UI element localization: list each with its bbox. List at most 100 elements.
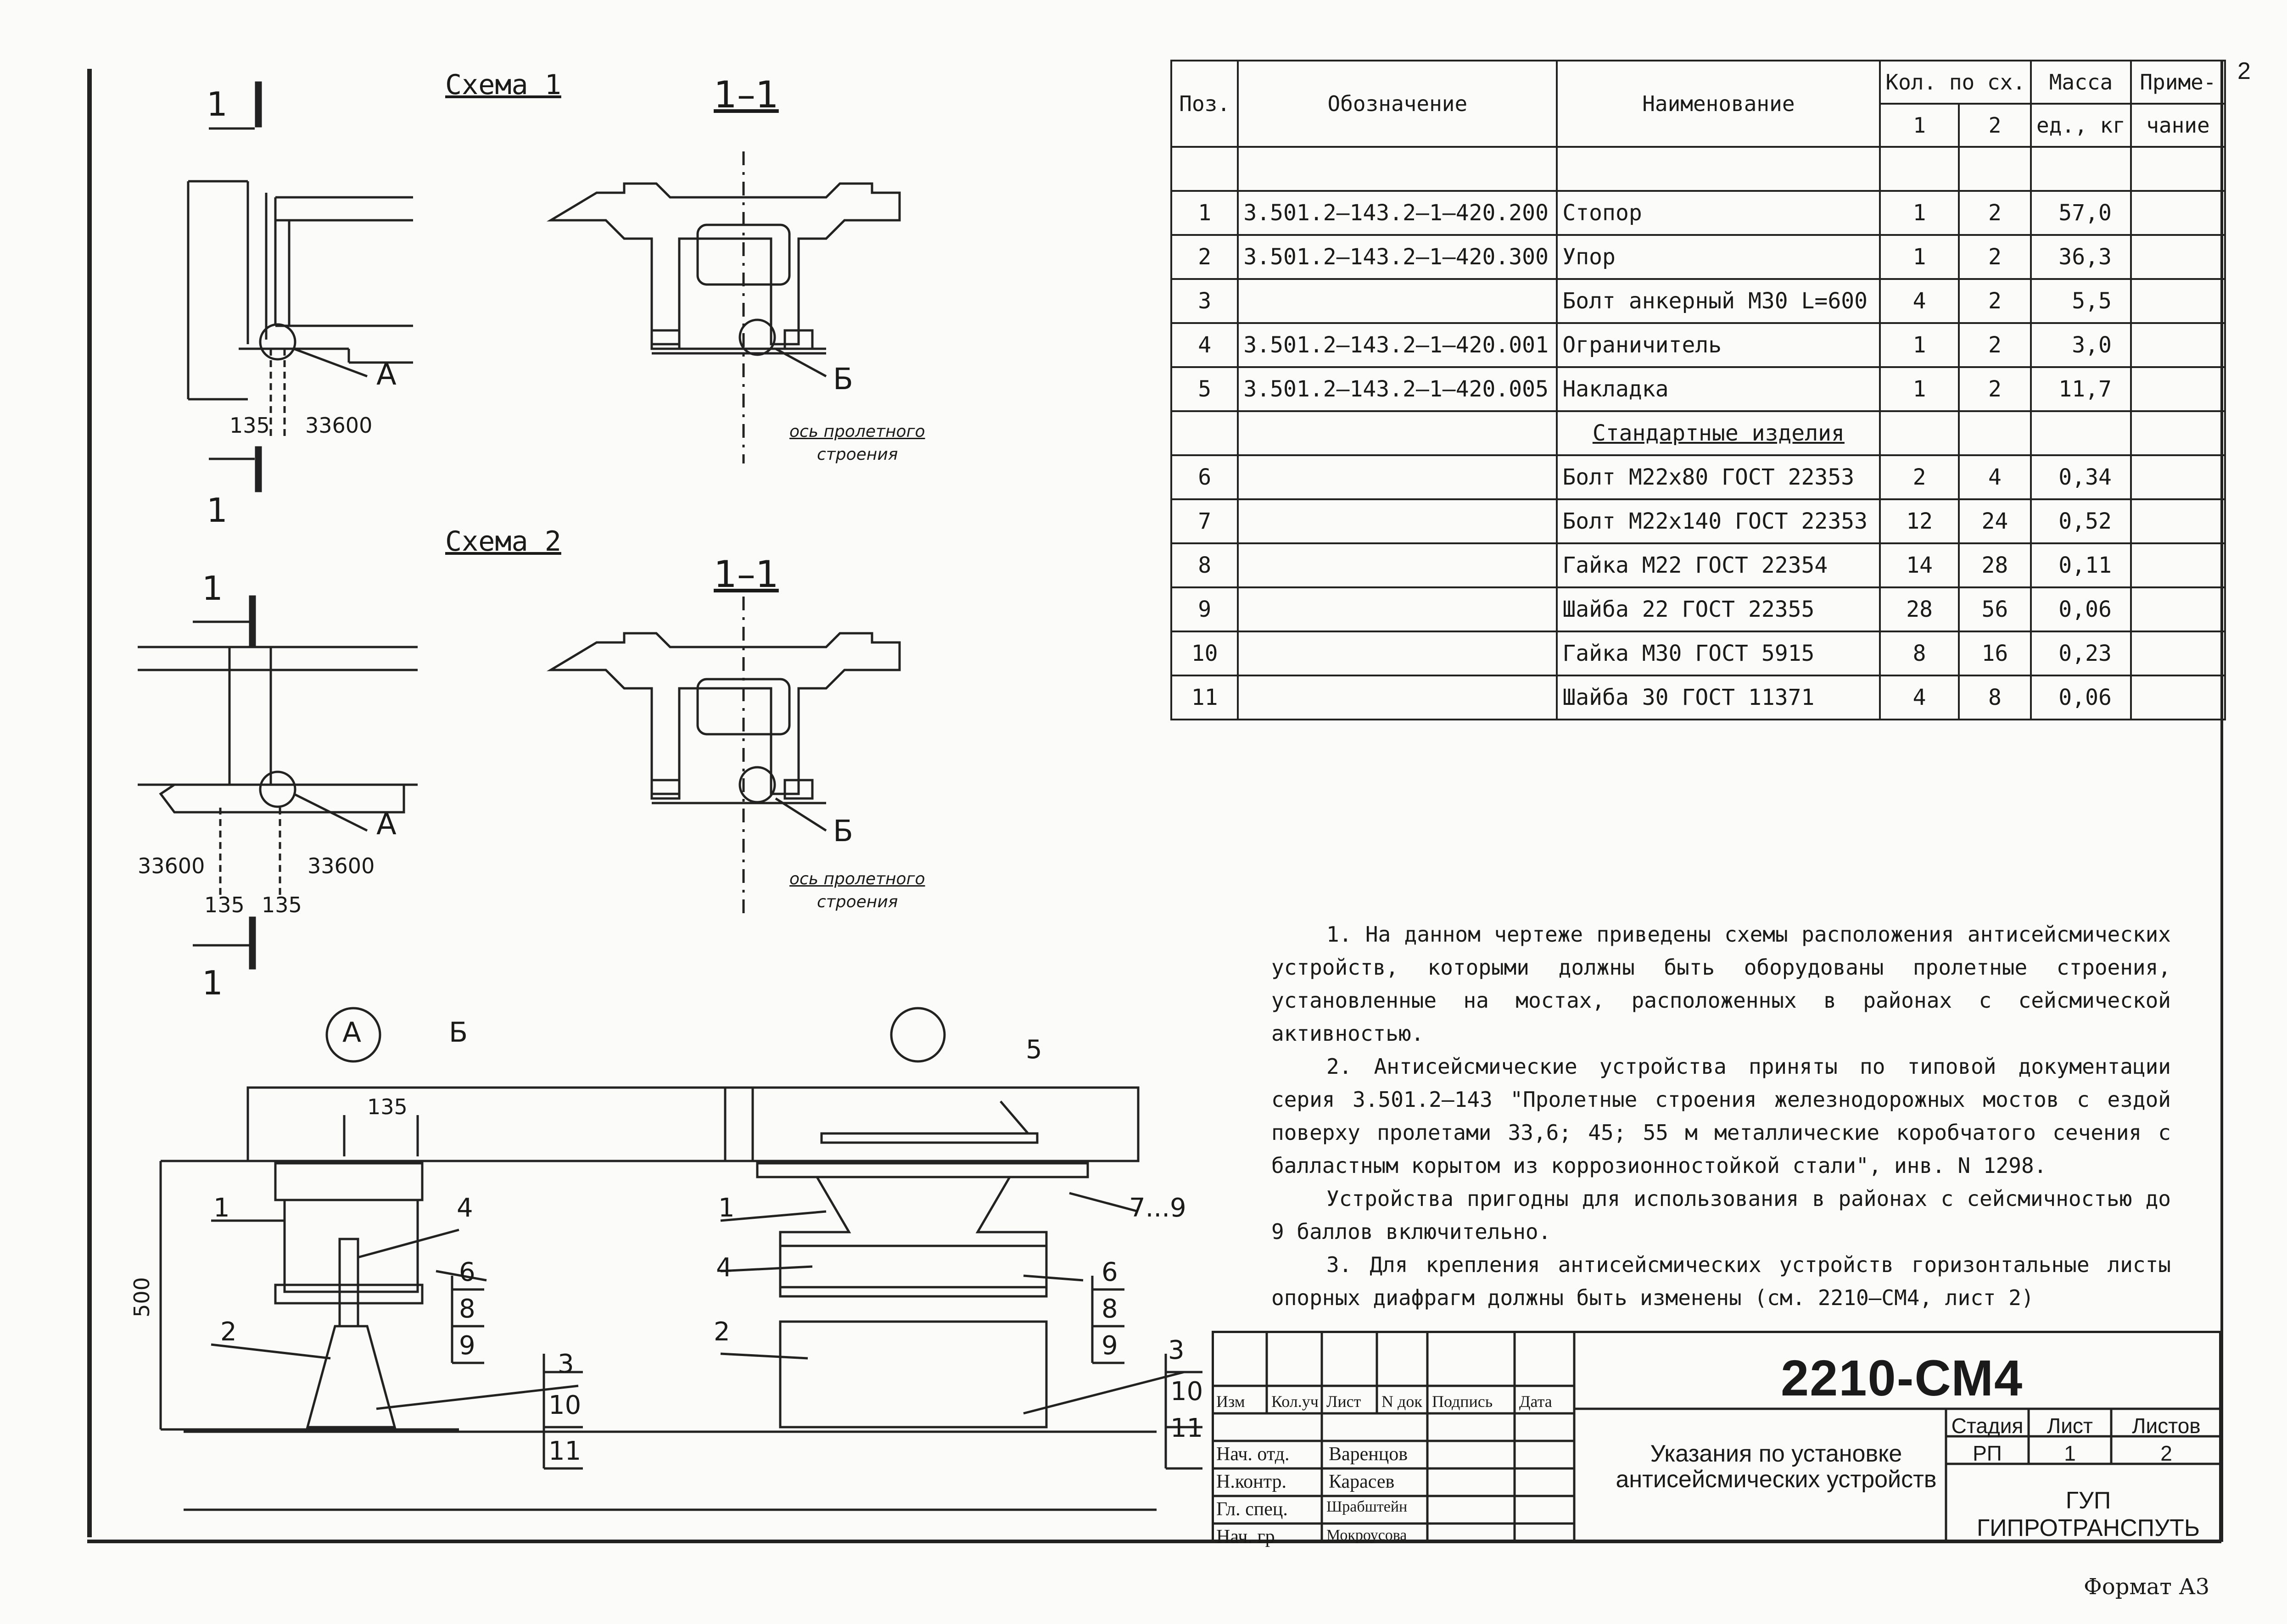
cell-pos: 5 [1170, 366, 1239, 412]
table-row: 1 3.501.2–143.2–1–420.200 Стопор 1 2 57,… [1170, 190, 2226, 236]
sheets-label: Листов [2132, 1414, 2201, 1438]
cell-mass: 0,34 [2030, 454, 2132, 500]
cell-designation [1237, 454, 1558, 500]
cell-q1: 1 [1879, 234, 1960, 280]
cut-mark-1a: 1 [207, 85, 228, 123]
table-row: 4 3.501.2–143.2–1–420.001 Ограничитель 1… [1170, 322, 2226, 368]
detail-a-callout-11: 11 [548, 1436, 582, 1466]
dim-135-detail-a: 135 [367, 1094, 408, 1119]
cell-pos: 4 [1170, 322, 1239, 368]
cell-mass: 11,7 [2030, 366, 2132, 412]
section-label-top: 1–1 [714, 73, 779, 116]
cell-name: Накладка [1556, 366, 1881, 412]
scheme-2-title: Схема 2 [445, 525, 561, 558]
cell-name: Болт М22х140 ГОСТ 22353 [1556, 498, 1881, 544]
cell-designation [1237, 278, 1558, 324]
table-row: 8 Гайка М22 ГОСТ 22354 14 28 0,11 [1170, 542, 2226, 588]
section-1-1-bottom [546, 597, 901, 913]
axis-label-2b: строения [817, 893, 898, 911]
frame-left-border [87, 69, 92, 1537]
detail-a-callout-9: 9 [459, 1331, 475, 1361]
title-block-grid [1212, 1331, 2221, 1542]
detail-a-callout-4: 4 [457, 1193, 473, 1223]
cell-note [2130, 631, 2226, 676]
cell-q2: 8 [1957, 675, 2032, 720]
axis-label-2a: ось пролетного [789, 870, 925, 888]
header-note-1: Приме- [2130, 60, 2226, 105]
document-code: 2210-СМ4 [1781, 1350, 2024, 1406]
detail-b-drawing [698, 1007, 1202, 1511]
detail-b-callout-4: 4 [716, 1253, 733, 1283]
specification-table: Поз. Обозначение Наименование Кол. по сх… [1170, 60, 2226, 720]
sheet-value: 1 [2064, 1441, 2076, 1465]
cell-q1: 2 [1879, 454, 1960, 500]
detail-b-callout-7-9: 7...9 [1129, 1193, 1186, 1223]
detail-a-callout-6: 6 [459, 1257, 475, 1287]
detail-a-title: А [342, 1016, 362, 1049]
dim-33600-s1: 33600 [305, 413, 373, 438]
section-title: Стандартные изделия [1556, 410, 1881, 456]
section-1-1-top [546, 151, 901, 463]
cell-q1: 14 [1879, 542, 1960, 588]
cell-pos: 10 [1170, 631, 1239, 676]
cell-note [2130, 190, 2226, 236]
axis-label-1b: строения [817, 445, 898, 464]
section-label-bottom: 1–1 [714, 553, 779, 596]
table-row: 6 Болт М22х80 ГОСТ 22353 2 4 0,34 [1170, 454, 2226, 500]
cell-pos: 11 [1170, 675, 1239, 720]
cell-mass: 36,3 [2030, 234, 2132, 280]
cell-designation [1237, 675, 1558, 720]
role-gl-spec: Гл. спец. [1216, 1499, 1288, 1520]
detail-a-drawing [159, 1007, 754, 1511]
node-a-label-2: А [376, 808, 397, 842]
col-header-izm: Изм [1216, 1392, 1245, 1411]
dim-135-s1: 135 [229, 413, 270, 438]
axis-label-1a: ось пролетного [789, 422, 925, 441]
cut-mark-1b: 1 [207, 491, 228, 530]
cell-name: Шайба 22 ГОСТ 22355 [1556, 586, 1881, 632]
cell-q2: 16 [1957, 631, 2032, 676]
table-row: 7 Болт М22х140 ГОСТ 22353 12 24 0,52 [1170, 498, 2226, 544]
cell-q1: 1 [1879, 366, 1960, 412]
node-b-label-2: Б [833, 815, 853, 848]
cell-name: Болт М22х80 ГОСТ 22353 [1556, 454, 1881, 500]
cell-designation [1237, 498, 1558, 544]
detail-b-callout-10: 10 [1170, 1377, 1203, 1406]
cell-q2: 4 [1957, 454, 2032, 500]
table-header-row: Поз. Обозначение Наименование Кол. по сх… [1170, 60, 2226, 148]
detail-a-callout-2: 2 [220, 1317, 237, 1347]
cell-q1: 8 [1879, 631, 1960, 676]
node-b-label-1: Б [833, 363, 853, 396]
detail-a-callout-1: 1 [213, 1193, 230, 1223]
detail-b-callout-2: 2 [714, 1317, 730, 1347]
cell-name: Ограничитель [1556, 322, 1881, 368]
col-header-podpis: Подпись [1432, 1392, 1493, 1411]
detail-b-callout-6: 6 [1102, 1257, 1118, 1287]
cell-pos: 7 [1170, 498, 1239, 544]
detail-b-callout-11: 11 [1170, 1413, 1203, 1443]
cell-mass: 5,5 [2030, 278, 2132, 324]
cell-q2: 2 [1957, 322, 2032, 368]
cell-designation: 3.501.2–143.2–1–420.200 [1237, 190, 1558, 236]
cell-pos: 1 [1170, 190, 1239, 236]
cell-note [2130, 542, 2226, 588]
cell-mass: 0,23 [2030, 631, 2132, 676]
cell-q2: 24 [1957, 498, 2032, 544]
col-header-ndok: N док [1381, 1392, 1422, 1411]
col-header-koluch: Кол.уч [1271, 1392, 1319, 1411]
name-shrabshtein: Шрабштейн [1326, 1498, 1408, 1515]
cell-pos: 6 [1170, 454, 1239, 500]
cell-q2: 2 [1957, 366, 2032, 412]
table-row: 3 Болт анкерный М30 L=600 4 2 5,5 [1170, 278, 2226, 324]
dim-135-s2-left: 135 [204, 893, 245, 917]
header-note-2: чание [2130, 103, 2226, 148]
dim-33600-s2-right: 33600 [308, 854, 375, 878]
table-row: 11 Шайба 30 ГОСТ 11371 4 8 0,06 [1170, 675, 2226, 720]
cell-name: Шайба 30 ГОСТ 11371 [1556, 675, 1881, 720]
table-row-empty [1170, 146, 2226, 192]
cell-q2: 2 [1957, 278, 2032, 324]
detail-b-callout-1: 1 [718, 1193, 735, 1223]
cell-q1: 4 [1879, 675, 1960, 720]
table-row: 10 Гайка М30 ГОСТ 5915 8 16 0,23 [1170, 631, 2226, 676]
